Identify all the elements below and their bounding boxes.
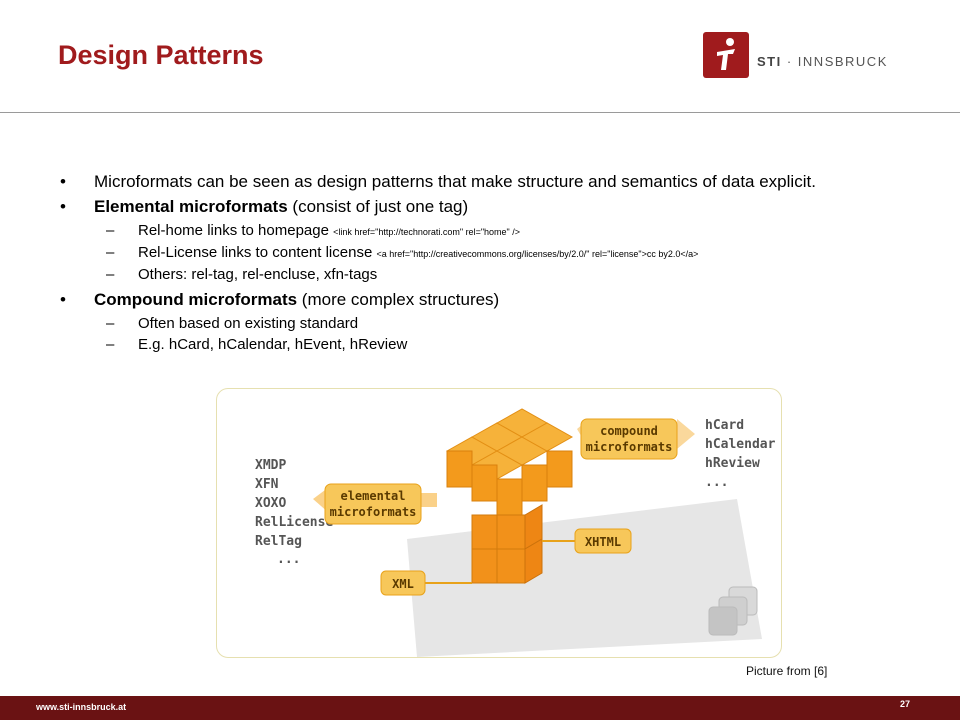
svg-text:RelLicense: RelLicense xyxy=(255,515,333,530)
svg-text:...: ... xyxy=(705,475,728,490)
slide-content: • Microformats can be seen as design pat… xyxy=(58,172,888,357)
left-list: XMDP XFN XOXO RelLicense RelTag ... xyxy=(255,458,333,567)
svg-text:hReview: hReview xyxy=(705,456,760,471)
svg-text:XOXO: XOXO xyxy=(255,496,286,511)
header-divider xyxy=(0,112,960,113)
svg-text:hCalendar: hCalendar xyxy=(705,437,776,452)
bullet-microformats: • Microformats can be seen as design pat… xyxy=(60,172,816,191)
sub-bullet-existing-standard: – Often based on existing standard xyxy=(106,315,359,332)
picture-caption: Picture from [6] xyxy=(746,664,828,678)
svg-text:microformats: microformats xyxy=(586,440,673,454)
compound-tag: compound microformats xyxy=(577,418,695,460)
svg-text:...: ... xyxy=(277,552,300,567)
svg-text:microformats: microformats xyxy=(330,505,417,519)
logo-text: STI · INNSBRUCK xyxy=(757,54,888,69)
page-number: 27 xyxy=(900,699,911,709)
sub-bullet-others: – Others: rel-tag, rel-encluse, xfn-tags xyxy=(106,266,378,283)
bullet-compound: • Compound microformats (more complex st… xyxy=(60,290,500,309)
svg-text:compound: compound xyxy=(600,424,658,438)
stack-icon xyxy=(708,586,758,636)
cube-stack xyxy=(445,408,574,584)
right-list: hCard hCalendar hReview ... xyxy=(705,418,776,490)
slide-title: Design Patterns xyxy=(58,40,264,70)
sub-bullet-rel-license: – Rel-License links to content license <… xyxy=(106,244,699,261)
footer-url[interactable]: www.sti-innsbruck.at xyxy=(36,702,127,712)
sti-logo xyxy=(703,32,749,78)
xhtml-tag: XHTML xyxy=(542,528,632,554)
person-icon xyxy=(717,38,735,70)
sub-bullet-examples: – E.g. hCard, hCalendar, hEvent, hReview xyxy=(106,336,408,353)
svg-text:RelTag: RelTag xyxy=(255,534,302,549)
footer-bar: www.sti-innsbruck.at 27 xyxy=(0,696,960,720)
svg-text:XML: XML xyxy=(392,577,414,591)
sub-bullet-rel-home: – Rel-home links to homepage <link href=… xyxy=(106,222,520,239)
microformats-diagram: XMDP XFN XOXO RelLicense RelTag ... hCar… xyxy=(216,388,782,658)
svg-text:XMDP: XMDP xyxy=(255,458,286,473)
base-shadow xyxy=(407,499,762,657)
svg-text:XHTML: XHTML xyxy=(585,535,621,549)
elemental-tag: elemental microformats xyxy=(313,483,437,525)
svg-text:XFN: XFN xyxy=(255,477,279,492)
svg-text:elemental: elemental xyxy=(340,489,405,503)
diagram-svg: XMDP XFN XOXO RelLicense RelTag ... hCar… xyxy=(255,408,776,657)
bullet-elemental: • Elemental microformats (consist of jus… xyxy=(60,197,469,216)
xml-tag: XML xyxy=(380,570,472,596)
svg-text:hCard: hCard xyxy=(705,418,744,433)
